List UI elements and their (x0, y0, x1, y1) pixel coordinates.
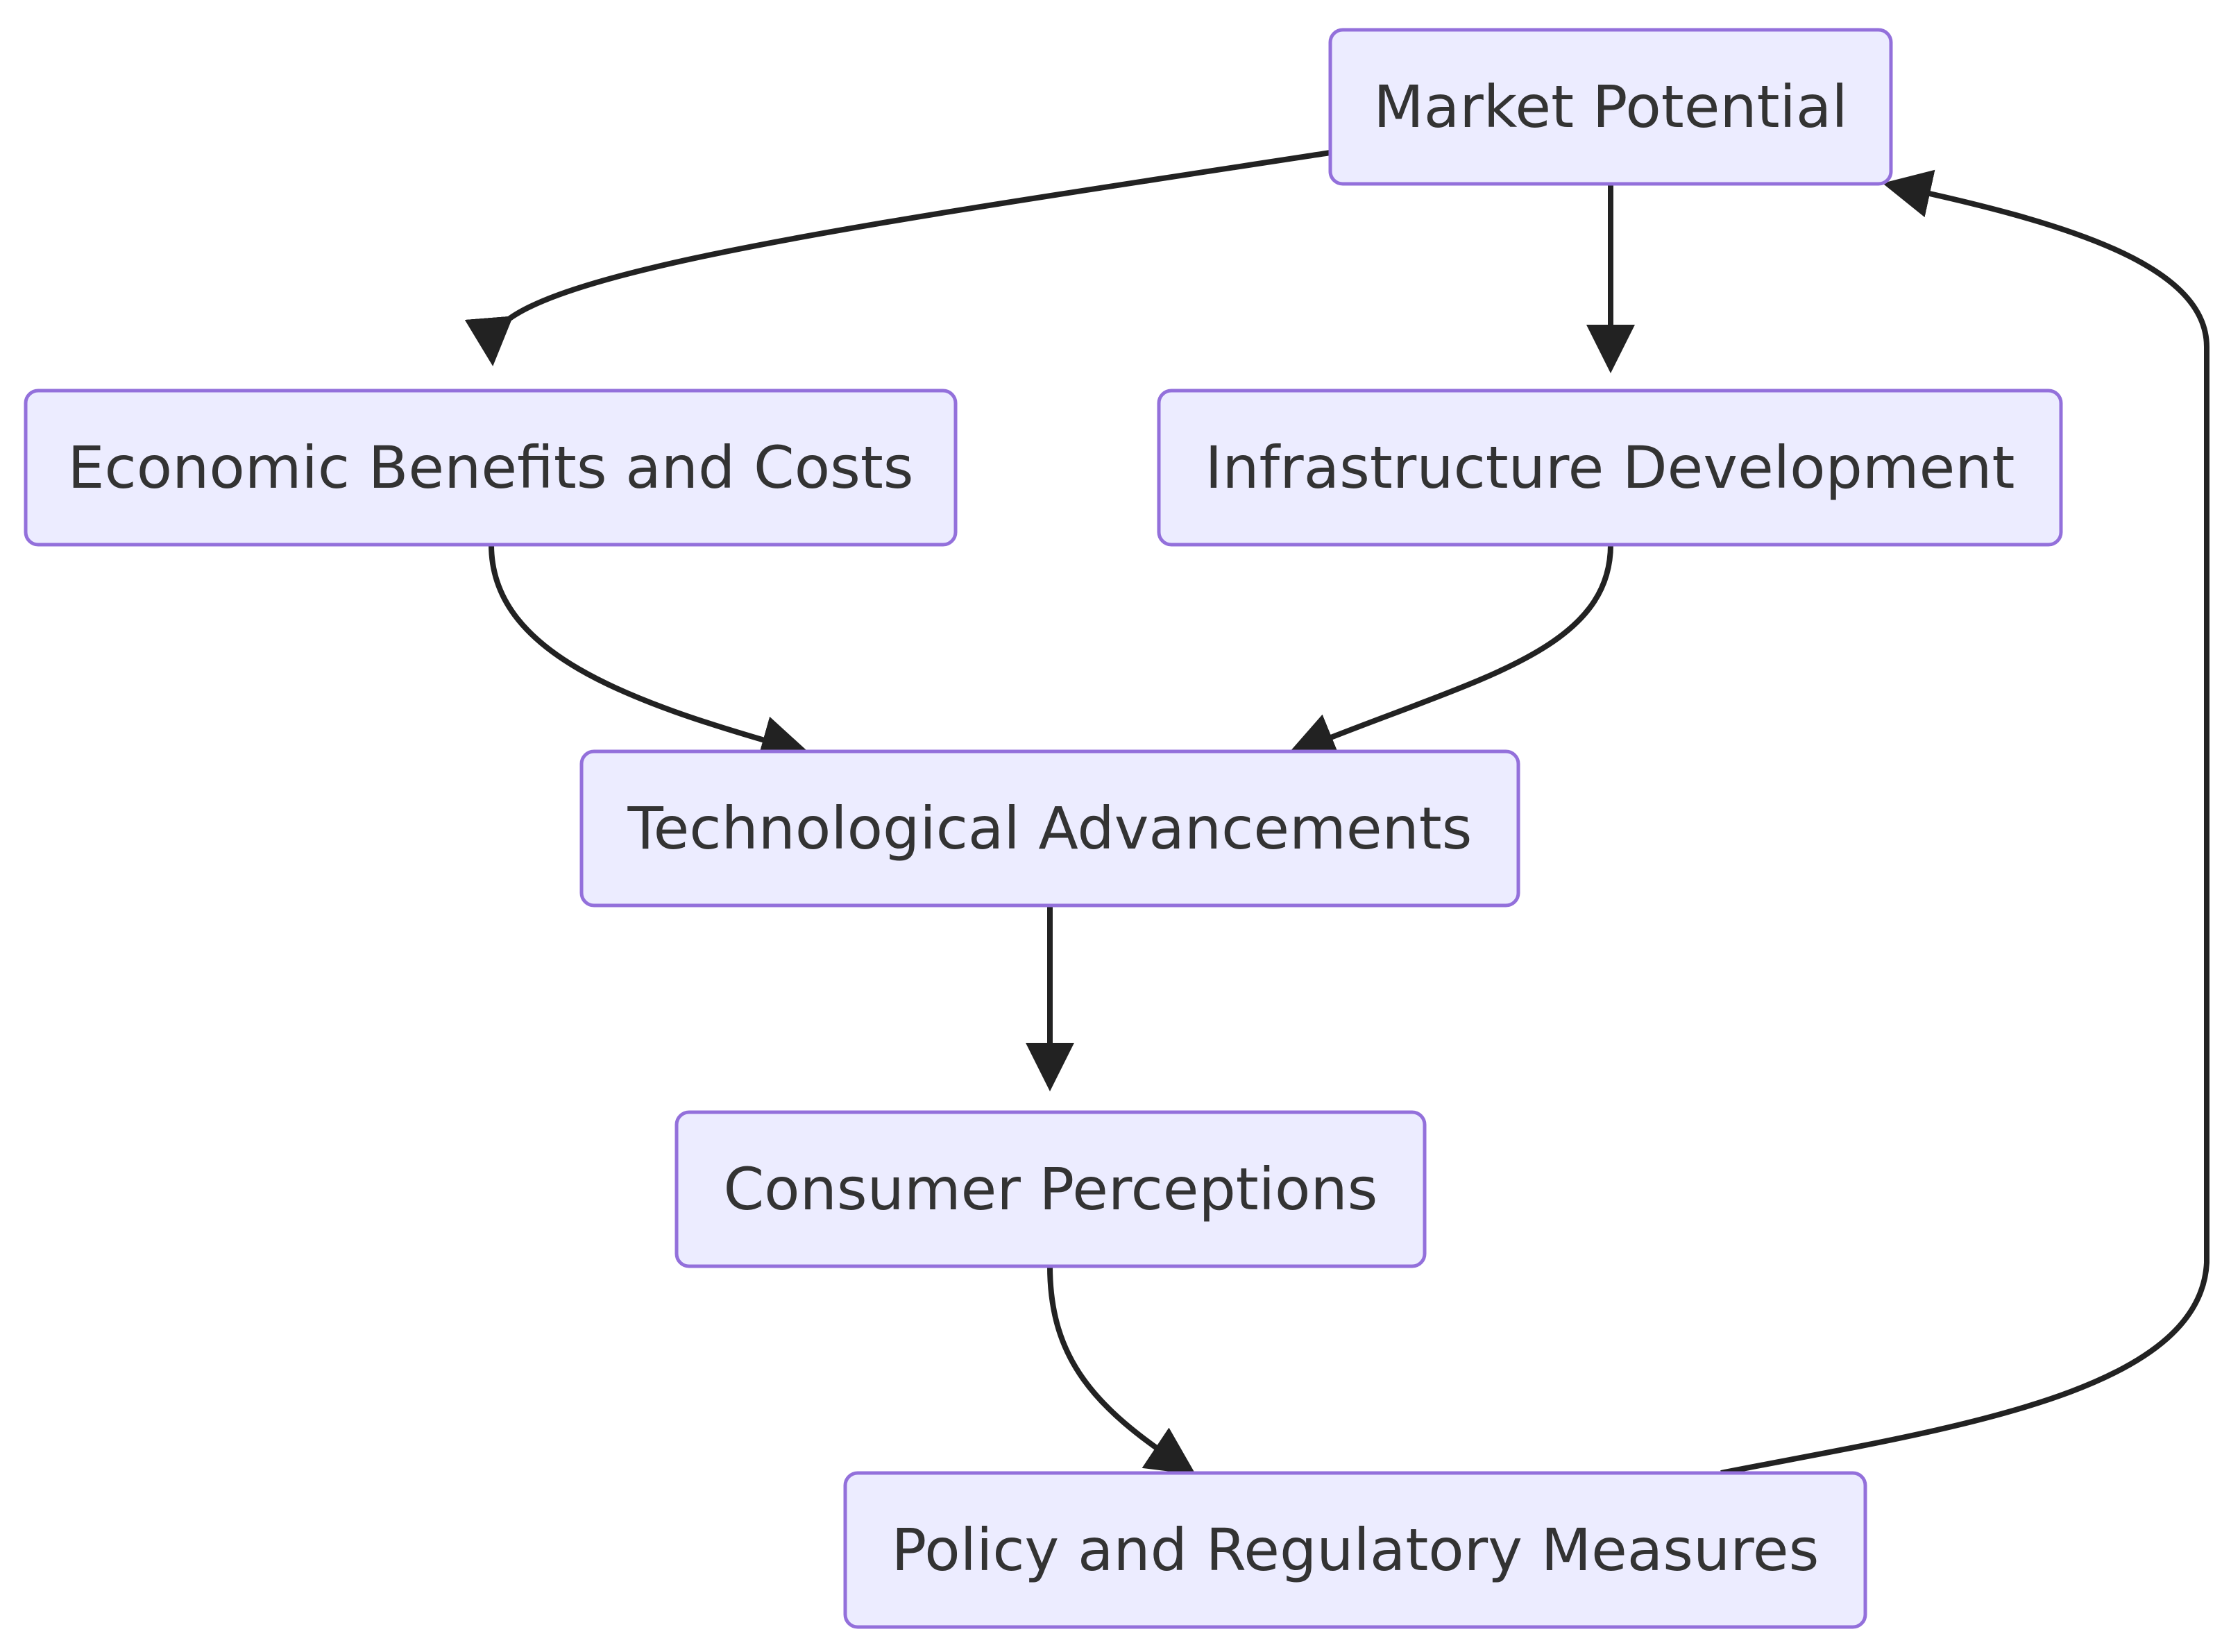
node-label: Technological Advancements (627, 794, 1473, 862)
node-policy[interactable]: Policy and Regulatory Measures (843, 1471, 1867, 1629)
edge-consumer-to-policy (1047, 1266, 1196, 1475)
node-econ[interactable]: Economic Benefits and Costs (24, 389, 958, 547)
edge-line (464, 150, 1331, 366)
node-label: Policy and Regulatory Measures (892, 1516, 1819, 1584)
edge-policy-to-market (1720, 169, 2209, 1476)
node-box (843, 1471, 1867, 1629)
edge-infra-to-tech (1287, 544, 1613, 760)
edge-econ-to-tech (489, 544, 810, 764)
node-box (579, 749, 1520, 908)
edge-line (1720, 169, 2209, 1476)
edges-layer (464, 150, 2209, 1476)
node-box (1328, 28, 1893, 186)
node-label: Economic Benefits and Costs (67, 434, 913, 502)
node-box (675, 1110, 1427, 1268)
node-tech[interactable]: Technological Advancements (579, 749, 1520, 908)
edge-line (1047, 1266, 1196, 1475)
node-label: Consumer Perceptions (724, 1155, 1378, 1223)
node-market[interactable]: Market Potential (1328, 28, 1893, 186)
node-box (24, 389, 958, 547)
edge-line (489, 544, 810, 764)
edge-market-to-econ (464, 150, 1331, 366)
node-label: Market Potential (1373, 73, 1847, 141)
node-box (1157, 389, 2063, 547)
node-consumer[interactable]: Consumer Perceptions (675, 1110, 1427, 1268)
node-infra[interactable]: Infrastructure Development (1157, 389, 2063, 547)
edge-line (1287, 544, 1613, 760)
node-label: Infrastructure Development (1205, 434, 2015, 502)
